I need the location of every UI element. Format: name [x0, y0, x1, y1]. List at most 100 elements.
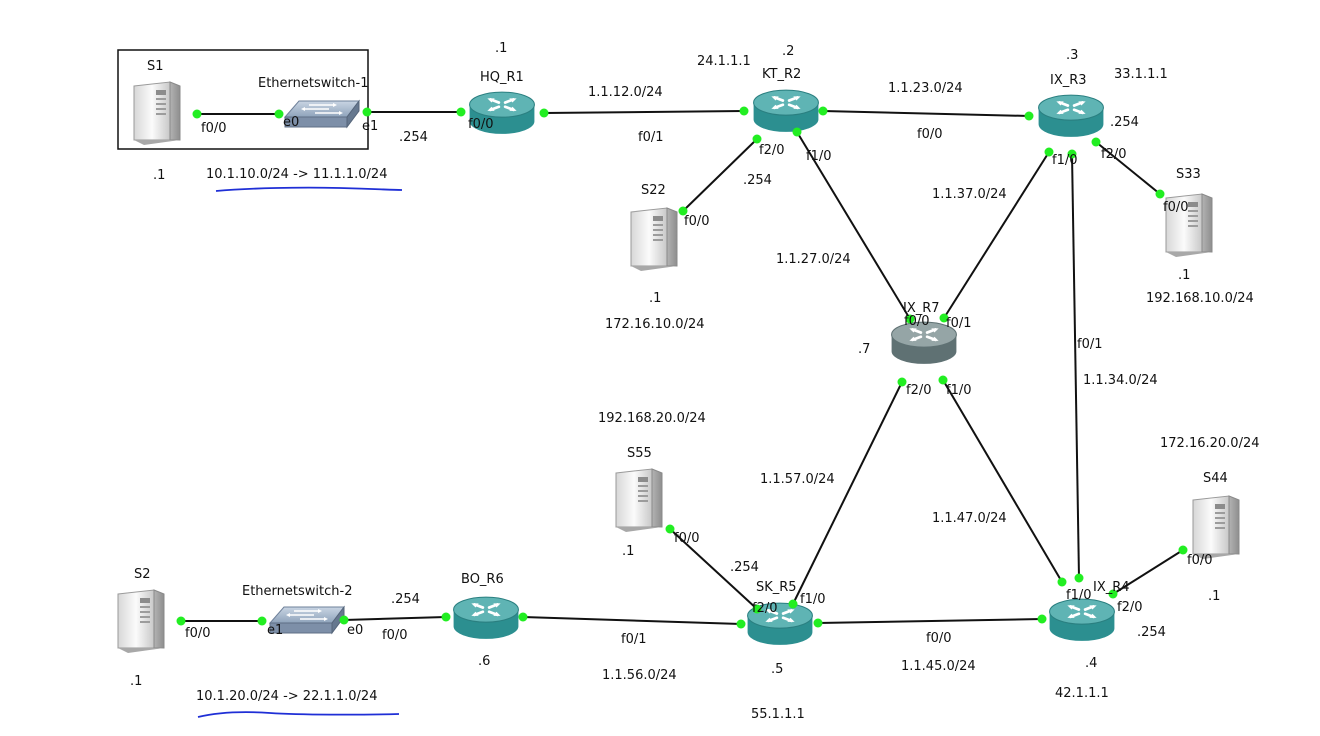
link-kt-r2-s22: [682, 138, 758, 212]
iface-sk-r5-f20: f2/0: [752, 601, 778, 616]
link-sk-r5-ix-r4: [817, 618, 1043, 624]
device-s1[interactable]: [133, 81, 181, 146]
label-s22: S22: [641, 183, 666, 198]
port-dot: [1178, 545, 1188, 555]
port-dot: [539, 108, 549, 118]
iface-s33-f00: f0/0: [1163, 200, 1189, 215]
link-ix-r4-s44: [1112, 549, 1184, 595]
port-dot: [339, 615, 349, 625]
net-1-1-27: 1.1.27.0/24: [776, 252, 851, 267]
port-dot: [792, 127, 802, 137]
device-labels: S1 Ethernetswitch-1 HQ_R1 KT_R2 IX_R3 IX…: [134, 59, 1228, 599]
link-kt-r2-ix-r7: [796, 131, 911, 320]
link-s55-sk-r5: [669, 528, 758, 610]
port-dot: [1044, 147, 1054, 157]
iface-s22-f00: f0/0: [684, 214, 710, 229]
annotation-underline-1: [215, 186, 403, 192]
label-s1: S1: [147, 59, 164, 74]
net-1-1-37: 1.1.37.0/24: [932, 187, 1007, 202]
net-s55-lan: 192.168.20.0/24: [598, 411, 706, 426]
device-ix-r4[interactable]: [1048, 597, 1116, 643]
device-s2[interactable]: [117, 589, 165, 654]
port-dot: [441, 612, 451, 622]
device-bo-r6[interactable]: [452, 595, 520, 641]
label-ethernetswitch-1: Ethernetswitch-1: [258, 76, 368, 91]
port-dot: [1067, 149, 1077, 159]
link-bo-r6-sk-r5: [522, 616, 742, 625]
label-ethernetswitch-2: Ethernetswitch-2: [242, 584, 352, 599]
net-s22-lan: 172.16.10.0/24: [605, 317, 705, 332]
device-s55[interactable]: [615, 468, 663, 533]
addr-s55-host: .1: [622, 544, 634, 559]
label-s55: S55: [627, 446, 652, 461]
addr-kt-r2-host: .2: [782, 44, 794, 59]
device-s44[interactable]: [1192, 495, 1240, 560]
label-s33: S33: [1176, 167, 1201, 182]
port-dot: [1155, 189, 1165, 199]
address-labels: .1 .254 .1 10.1.10.0/24 -> 11.1.1.0/24 1…: [130, 41, 1260, 722]
addr-kt-r2-lan: .254: [743, 173, 772, 188]
iface-sk-r5-f01: f0/1: [621, 632, 647, 647]
iface-ix-r7-f01: f0/1: [946, 316, 972, 331]
addr-ix-r4-loopback: 42.1.1.1: [1055, 686, 1109, 701]
annotation-underline-2: [197, 711, 400, 718]
port-dot: [518, 612, 528, 622]
net-1-1-34: 1.1.34.0/24: [1083, 373, 1158, 388]
addr-sk-r5-lan: .254: [730, 560, 759, 575]
addr-ix-r4-host: .4: [1085, 656, 1097, 671]
label-s2: S2: [134, 567, 151, 582]
port-dot: [788, 599, 798, 609]
addr-kt-r2-loopback: 24.1.1.1: [697, 54, 751, 69]
addr-sk-r5-loopback: 55.1.1.1: [751, 707, 805, 722]
port-dots: [176, 106, 1188, 629]
port-dot: [665, 524, 675, 534]
port-dot: [176, 616, 186, 626]
iface-ix-r4-f00: f0/0: [926, 631, 952, 646]
port-dot: [678, 206, 688, 216]
addr-ix-r3-loopback: 33.1.1.1: [1114, 67, 1168, 82]
iface-ix-r7-f00: f0/0: [904, 314, 930, 329]
iface-s44-f00: f0/0: [1187, 553, 1213, 568]
link-ix-r3-ix-r4: [1071, 153, 1080, 579]
iface-ix-r3-f00: f0/0: [917, 127, 943, 142]
addr-s33-host: .1: [1178, 268, 1190, 283]
iface-sw1-e1: e1: [362, 119, 378, 134]
port-dot: [813, 618, 823, 628]
addr-bo-r6-lan: .254: [391, 592, 420, 607]
iface-ix-r7-f10: f1/0: [946, 383, 972, 398]
device-s22[interactable]: [630, 207, 678, 272]
port-dot: [905, 314, 915, 324]
port-dot: [752, 134, 762, 144]
port-dot: [456, 107, 466, 117]
label-bo-r6: BO_R6: [461, 572, 504, 587]
label-ix-r4: IX_R4: [1093, 580, 1130, 595]
link-ix-r3-s33: [1095, 141, 1161, 195]
iface-bo-r6-f00: f0/0: [382, 628, 408, 643]
port-dot: [897, 377, 907, 387]
device-kt-r2[interactable]: [752, 88, 820, 134]
device-ix-r3[interactable]: [1037, 93, 1105, 139]
iface-ix-r3-f20: f2/0: [1101, 147, 1127, 162]
iface-sw2-e0: e0: [347, 623, 363, 638]
label-s44: S44: [1203, 471, 1228, 486]
iface-ix-r3-f10: f1/0: [1052, 153, 1078, 168]
nat-rule-2: 10.1.20.0/24 -> 22.1.1.0/24: [196, 689, 377, 704]
iface-kt-r2-f01: f0/1: [638, 130, 664, 145]
link-ix-r3-ix-r7: [943, 151, 1050, 319]
iface-hq-r1-f00: f0/0: [468, 117, 494, 132]
port-dot: [1057, 577, 1067, 587]
net-s33-lan: 192.168.10.0/24: [1146, 291, 1254, 306]
iface-ix-r7-f20: f2/0: [906, 383, 932, 398]
nat-rule-1: 10.1.10.0/24 -> 11.1.1.0/24: [206, 167, 387, 182]
addr-hq-r1-lan: .254: [399, 130, 428, 145]
port-dot: [939, 313, 949, 323]
link-kt-r2-ix-r3: [822, 110, 1030, 117]
addr-ix-r7-host: .7: [858, 342, 870, 357]
addr-bo-r6-host: .6: [478, 654, 490, 669]
net-1-1-57: 1.1.57.0/24: [760, 472, 835, 487]
addr-s1-host: .1: [153, 168, 165, 183]
port-dot: [752, 604, 762, 614]
links: [181, 110, 1184, 625]
addr-s44-host: .1: [1208, 589, 1220, 604]
lan-frame: [117, 49, 369, 150]
